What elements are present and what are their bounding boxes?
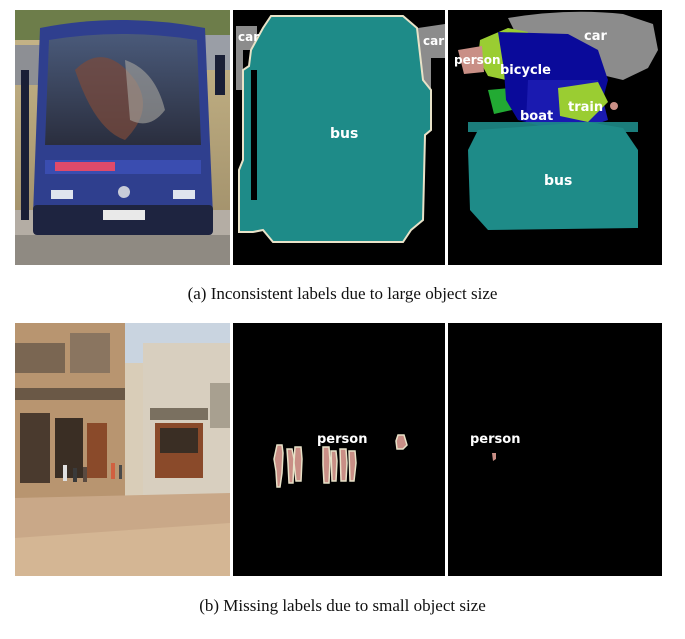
street-ground-truth-mask: person: [273, 432, 408, 488]
car-right-label: car: [423, 34, 444, 48]
ground-truth-bus: car car bus: [233, 10, 445, 265]
caption-b: (b) Missing labels due to small object s…: [199, 596, 486, 615]
street-photo-illustration: [15, 323, 230, 576]
prediction-street: person: [448, 323, 662, 576]
car-pred-label: car: [584, 29, 607, 44]
person-ground-truth-segments: [273, 434, 408, 488]
person-pred-label: person: [454, 53, 501, 67]
person-pred-label-b: person: [470, 432, 520, 447]
train-pred-label: train: [568, 100, 603, 115]
bus-segment: [238, 15, 432, 243]
photo-street: [15, 323, 230, 576]
boat-pred-label: boat: [520, 109, 553, 124]
caption-a: (a) Inconsistent labels due to large obj…: [187, 284, 498, 303]
bus-label: bus: [330, 126, 358, 142]
bus-ground-truth-mask: car car bus: [236, 15, 445, 243]
person-prediction-segment: [458, 46, 484, 74]
train-prediction-segment: [558, 82, 608, 122]
bus-prediction-segment: [468, 122, 638, 230]
person-gt-label: person: [317, 432, 367, 447]
street-prediction-mask: person: [470, 432, 520, 461]
ground-truth-street: person: [233, 323, 445, 576]
person-prediction-segment: [492, 453, 496, 461]
car-left-segment: [236, 26, 257, 90]
prediction-bus: car person bicycle train boat bus: [448, 10, 662, 265]
bicycle-pred-label: bicycle: [500, 63, 551, 78]
bus-photo-illustration: [15, 10, 230, 265]
photo-bus: [15, 10, 230, 265]
bus-pred-label: bus: [544, 173, 572, 189]
car-left-label: car: [238, 30, 259, 44]
bus-prediction-mask: car person bicycle train boat bus: [454, 11, 658, 230]
